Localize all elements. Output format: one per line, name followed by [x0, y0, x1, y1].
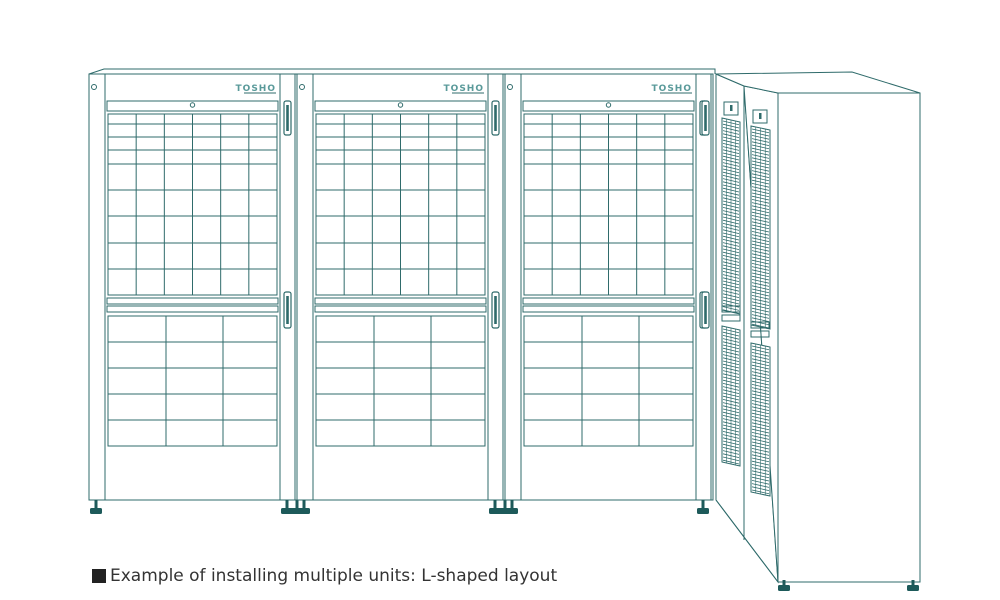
mid-latch: [721, 314, 741, 322]
mesh-panel-left-upper: [721, 117, 741, 315]
mesh-panel-right-upper: [750, 125, 771, 330]
foot-stem: [493, 500, 497, 508]
middle-rail: [314, 297, 487, 305]
bolt-icon: [299, 84, 305, 90]
foot-pad: [489, 508, 501, 514]
leveling-foot-icon: [778, 580, 790, 591]
caption: Example of installing multiple units: L-…: [92, 564, 557, 588]
foot-stem: [302, 500, 306, 508]
handle-grip: [494, 296, 497, 324]
bolt-icon: [507, 84, 513, 90]
side-face-right: [777, 92, 921, 583]
brand-logo: TOSHO: [652, 84, 692, 94]
top-rail: [314, 100, 487, 112]
foot-pad: [697, 508, 709, 514]
lower-drawer-grid: [523, 315, 694, 447]
leveling-foot-icon: [489, 500, 501, 514]
middle-rail: [314, 305, 487, 313]
mesh-panel-right-lower: [750, 342, 771, 497]
side-cabinet: [701, 71, 921, 591]
handle-grip: [286, 296, 289, 324]
foot-stem: [782, 580, 786, 586]
handle-grip: [494, 105, 497, 131]
foot-pad: [298, 508, 310, 514]
brand-logo: TOSHO: [444, 84, 484, 94]
latch-icon: [730, 105, 733, 111]
unit-frame: [504, 73, 714, 501]
side-bottom-edge: [715, 499, 779, 583]
middle-rail: [522, 297, 695, 305]
front-units-row: TOSHO TOSHO TOSHO: [88, 68, 716, 514]
foot-stem: [295, 500, 299, 508]
middle-rail: [106, 297, 279, 305]
caption-text: Example of installing multiple units: L-…: [110, 566, 558, 586]
storage-unit-2: TOSHO: [296, 73, 511, 514]
rail-knob-icon: [605, 102, 612, 108]
foot-stem: [285, 500, 289, 508]
lower-drawer-grid: [315, 315, 486, 447]
lower-drawer-grid: [107, 315, 278, 447]
rail-knob-icon: [189, 102, 196, 108]
foot-stem: [503, 500, 507, 508]
mesh-panel-left-lower: [721, 325, 741, 467]
foot-stem: [94, 500, 98, 508]
leveling-foot-icon: [281, 500, 293, 514]
foot-pad: [90, 508, 102, 514]
foot-pad: [907, 585, 919, 591]
leveling-foot-icon: [697, 500, 709, 514]
leveling-foot-icon: [298, 500, 310, 514]
leveling-foot-icon: [90, 500, 102, 514]
latch-icon: [759, 113, 762, 119]
top-rail: [106, 100, 279, 112]
leveling-foot-icon: [506, 500, 518, 514]
black-square-icon: [92, 569, 106, 583]
latch-plate: [723, 101, 739, 116]
brand-logo: TOSHO: [236, 84, 276, 94]
top-rail: [522, 100, 695, 112]
handle-grip: [704, 296, 707, 324]
handle-grip: [704, 105, 707, 131]
foot-stem: [701, 500, 705, 508]
foot-stem: [510, 500, 514, 508]
latch-plate: [752, 109, 768, 124]
foot-pad: [778, 585, 790, 591]
top-cap: [88, 68, 716, 75]
mid-latch: [750, 330, 770, 338]
leveling-foot-icon: [907, 580, 919, 591]
foot-pad: [281, 508, 293, 514]
bolt-icon: [91, 84, 97, 90]
rail-knob-icon: [397, 102, 404, 108]
foot-pad: [506, 508, 518, 514]
storage-unit-3: TOSHO: [504, 73, 714, 514]
foot-stem: [911, 580, 915, 586]
mid-latch: [721, 305, 741, 313]
storage-unit-1: TOSHO: [88, 73, 303, 514]
mid-latch: [750, 321, 770, 329]
middle-rail: [106, 305, 279, 313]
handle-grip: [286, 105, 289, 131]
middle-rail: [522, 305, 695, 313]
